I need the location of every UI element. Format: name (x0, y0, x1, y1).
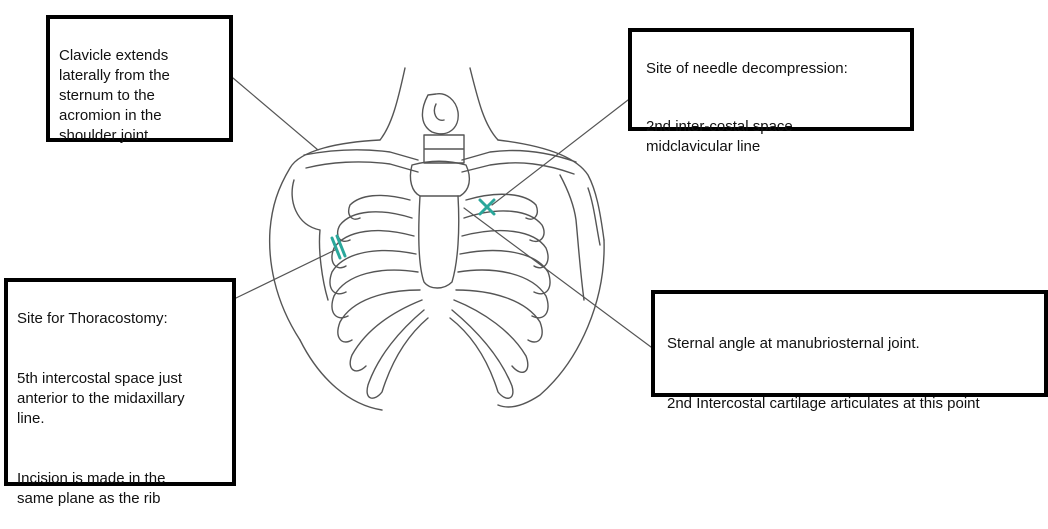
neck-outline (380, 68, 498, 140)
right-costal-margin (498, 240, 604, 407)
needle-decompression-detail: 2nd inter-costal space midclavicular lin… (646, 117, 901, 157)
manubrium (410, 161, 469, 196)
thoracostomy-leader-line (236, 250, 335, 298)
clavicle-callout: Clavicle extends laterally from the ster… (46, 15, 233, 142)
left-humerus (292, 180, 328, 300)
right-humerus (560, 175, 600, 300)
sternal-angle-callout: Sternal angle at manubriosternal joint. … (651, 290, 1048, 397)
thoracostomy-note: Incision is made in the same plane as th… (17, 469, 223, 509)
needle-decompression-heading: Site of needle decompression: (646, 59, 901, 79)
sternum-body (419, 196, 459, 288)
left-shoulder (270, 140, 380, 340)
anatomy-diagram: Clavicle extends laterally from the ster… (0, 0, 1048, 487)
left-clavicle (304, 150, 418, 172)
left-costal-margin (300, 340, 382, 410)
trachea-rings (424, 135, 464, 163)
sternal-angle-heading: Sternal angle at manubriosternal joint. (667, 334, 1032, 354)
clavicle-leader-line (233, 78, 318, 150)
thoracostomy-detail: 5th intercostal space just anterior to t… (17, 369, 223, 429)
clavicle-text: Clavicle extends laterally from the ster… (59, 46, 220, 146)
thoracostomy-heading: Site for Thoracostomy: (17, 309, 223, 329)
needle-decompression-callout: Site of needle decompression: 2nd inter-… (628, 28, 914, 131)
sternal-angle-detail: 2nd Intercostal cartilage articulates at… (667, 394, 1032, 414)
sternal-angle-leader-line (464, 208, 651, 347)
needle-leader-line (492, 100, 628, 205)
thoracostomy-callout: Site for Thoracostomy: 5th intercostal s… (4, 278, 236, 486)
trachea (422, 94, 458, 134)
